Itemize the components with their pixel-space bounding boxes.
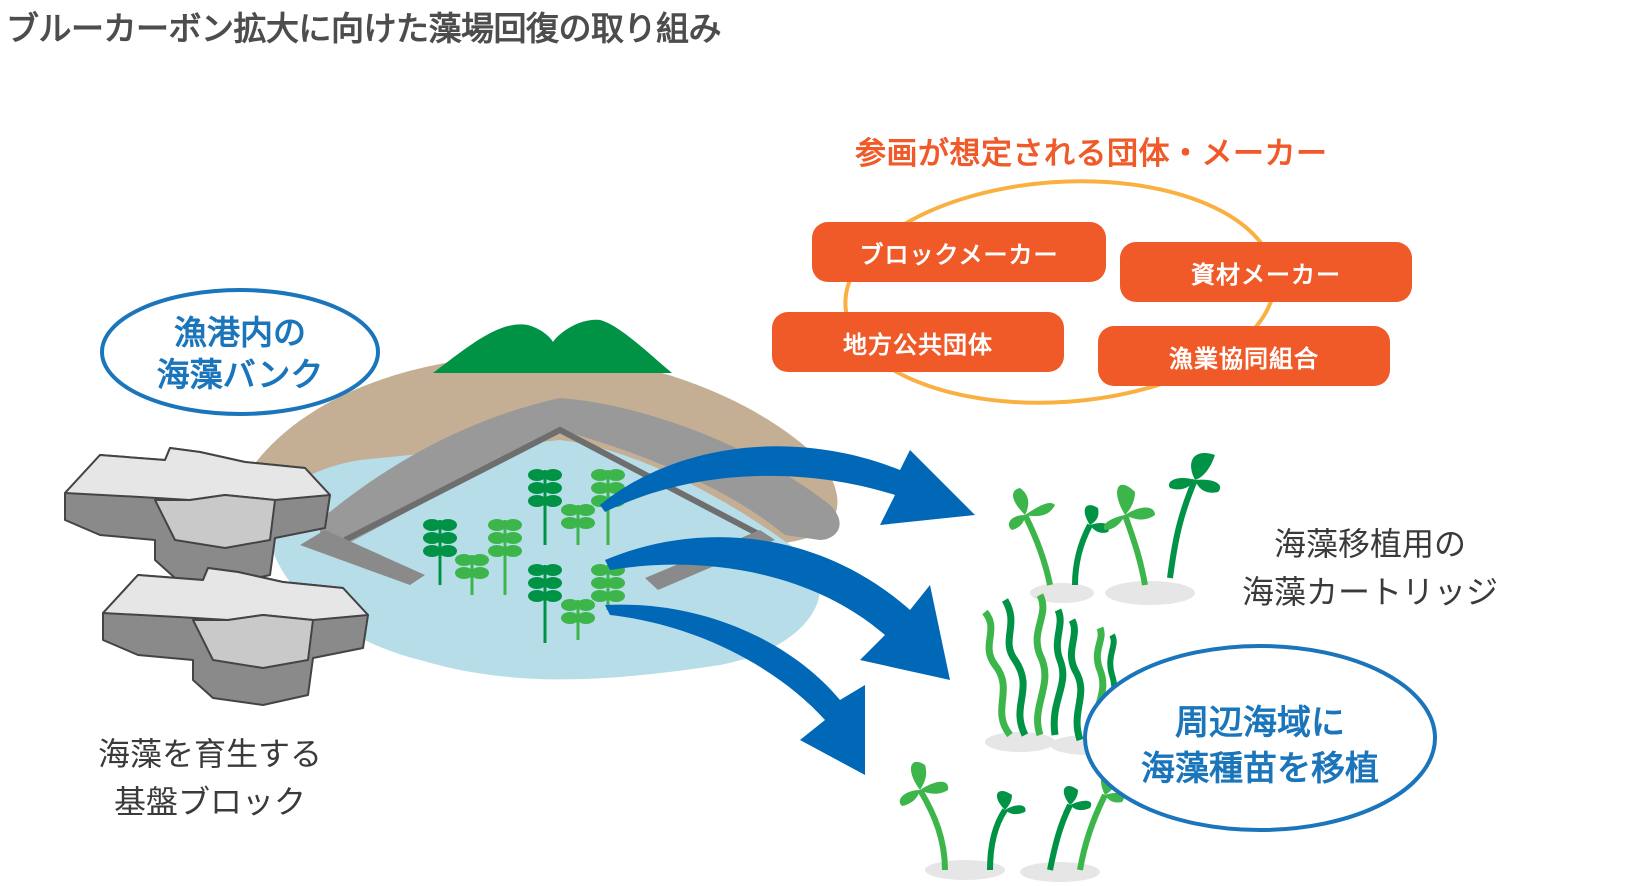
org-pill-local-government: 地方公共団体 — [772, 312, 1064, 372]
cartridge-caption-line: 海藻カートリッジ — [1241, 573, 1498, 611]
base-block-icon — [64, 447, 369, 706]
transplant-bubble — [1083, 644, 1437, 832]
seaweed-bank-label-line: 海藻バンク — [156, 355, 324, 394]
sprout-icon — [455, 554, 489, 595]
harbor-seaweed-group — [423, 469, 625, 643]
page-title: ブルーカーボン拡大に向けた藻場回復の取り組み — [6, 9, 722, 48]
transplant-arrows — [600, 446, 975, 775]
seaweed-bank-bubble — [100, 288, 380, 416]
transplant-label-line: 海藻種苗を移植 — [1141, 749, 1379, 789]
seaweed-cartridge-icon — [1008, 452, 1221, 605]
sprout-icon — [591, 564, 625, 610]
sprout-icon — [528, 564, 562, 643]
transplant-label-line: 周辺海域に — [1175, 703, 1345, 743]
org-pill-materials-maker: 資材メーカー — [1120, 242, 1412, 302]
seaweed-seedlings-icon — [899, 761, 1124, 882]
breakwater-left-arm — [300, 530, 425, 585]
sprout-icon — [561, 599, 595, 640]
org-pill-fisheries-cooperative: 漁業協同組合 — [1098, 326, 1390, 386]
seaweed-bank-label-line: 漁港内の — [174, 313, 306, 352]
cartridge-caption: 海藻移植用の 海藻カートリッジ — [1230, 520, 1510, 616]
seaweed-bank-label: 漁港内の 海藻バンク — [130, 312, 350, 396]
transplant-label: 周辺海域に 海藻種苗を移植 — [1110, 700, 1410, 792]
sprout-icon — [488, 519, 522, 595]
arrow-icon — [600, 446, 975, 525]
sprout-icon — [423, 519, 457, 585]
base-block-caption-line: 海藻を育生する — [97, 735, 322, 773]
base-block-caption-line: 基盤ブロック — [113, 783, 306, 821]
org-pill-block-maker: ブロックメーカー — [812, 222, 1106, 282]
mountain-icon — [433, 319, 672, 373]
sprout-icon — [561, 504, 595, 545]
participants-heading: 参画が想定される団体・メーカー — [855, 136, 1328, 172]
cartridge-caption-line: 海藻移植用の — [1273, 525, 1466, 563]
sprout-icon — [528, 469, 562, 545]
arrow-icon — [605, 604, 865, 775]
arrow-icon — [605, 537, 950, 680]
base-block-caption: 海藻を育生する 基盤ブロック — [60, 730, 360, 826]
breakwater-inner-edge — [343, 426, 772, 543]
